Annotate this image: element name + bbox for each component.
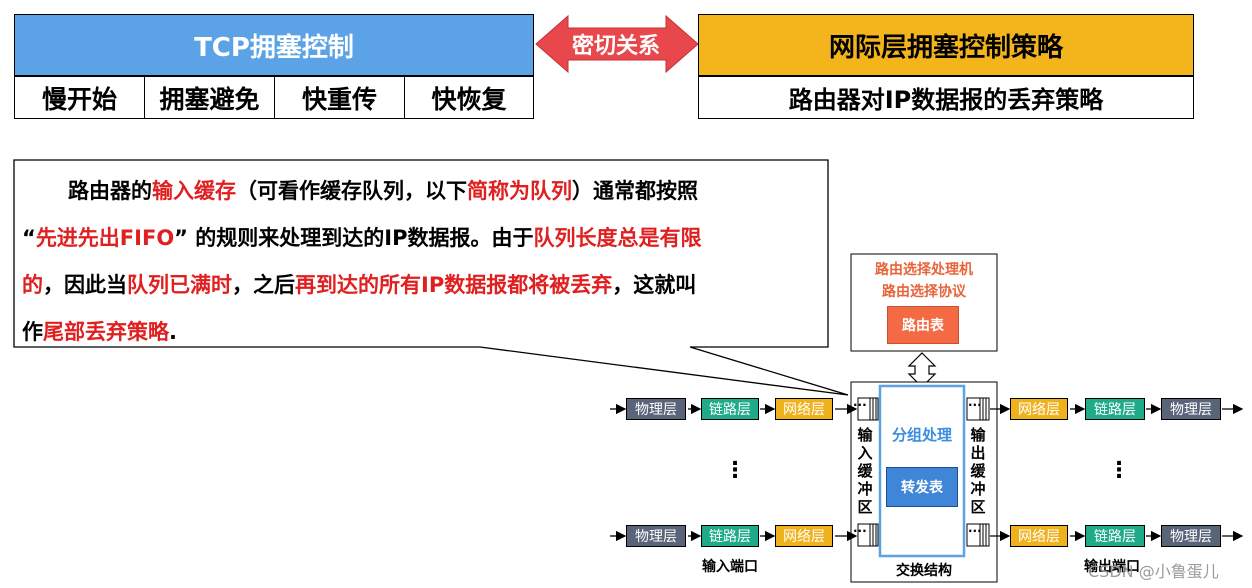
callout-highlight-all-dropped: 再到达的所有IP数据报都将被丢弃 xyxy=(295,273,613,297)
callout-highlight-tail-drop: 尾部丢弃策略 xyxy=(43,320,169,344)
output-network-layer-top: 网络层 xyxy=(1010,398,1068,420)
callout-text-1e: ）通常都按照 xyxy=(572,179,698,203)
callout-text-2c: ” 的规则来处理到达的IP数据报。由于 xyxy=(174,226,534,250)
callout-highlight-queue-full: 队列已满时 xyxy=(127,273,232,297)
input-buffer-label: 输入缓冲区 xyxy=(857,426,873,516)
cell-fast-recovery: 快恢复 xyxy=(404,76,534,119)
callout-text-1c: （可看作缓存队列，以下 xyxy=(236,179,467,203)
output-physical-layer-top: 物理层 xyxy=(1161,398,1221,420)
callout-highlight-fifo: 先进先出FIFO xyxy=(35,226,175,250)
callout-text-3f: ，这就叫 xyxy=(612,273,697,297)
callout-highlight-finite-end: 的 xyxy=(22,273,43,297)
callout-highlight-queue: 简称为队列 xyxy=(467,179,572,203)
callout-text-4c: . xyxy=(169,320,177,344)
ip-congestion-title: 网际层拥塞控制策略 xyxy=(698,14,1194,76)
forwarding-table: 转发表 xyxy=(886,467,958,507)
callout-highlight-input-buffer: 输入缓存 xyxy=(152,179,236,203)
output-link-layer-top: 链路层 xyxy=(1085,398,1145,420)
output-physical-layer-bottom: 物理层 xyxy=(1161,525,1221,547)
input-ports-ellipsis: ⋮ xyxy=(724,458,746,483)
callout-highlight-queue-length: 队列长度总是有限 xyxy=(533,226,702,250)
callout-text: 路由器的输入缓存（可看作缓存队列，以下简称为队列）通常都按照 “先进先出FIFO… xyxy=(22,168,822,356)
callout-text-3b: ，因此当 xyxy=(43,273,127,297)
routing-protocol-label: 路由选择协议 xyxy=(882,284,966,300)
output-buffer-dots-bottom: ··· xyxy=(968,524,982,538)
watermark: CSDN @小鲁蛋儿 xyxy=(1088,562,1219,581)
cell-slow-start: 慢开始 xyxy=(14,76,145,119)
relation-label: 密切关系 xyxy=(571,34,660,59)
input-link-layer-top: 链路层 xyxy=(701,398,759,420)
output-port-label: 输出端口 xyxy=(1084,559,1140,575)
output-buffer-dots-top: ··· xyxy=(968,398,982,412)
output-ports-ellipsis: ⋮ xyxy=(1108,458,1130,483)
output-network-layer-bottom: 网络层 xyxy=(1010,525,1068,547)
routing-processor-label: 路由选择处理机 xyxy=(875,262,973,278)
callout-text-3d: ，之后 xyxy=(232,273,295,297)
tcp-congestion-title: TCP拥塞控制 xyxy=(14,14,534,76)
input-link-layer-bottom: 链路层 xyxy=(701,525,759,547)
output-link-layer-bottom: 链路层 xyxy=(1085,525,1145,547)
routing-table: 路由表 xyxy=(887,306,959,344)
input-buffer-dots-bottom: ··· xyxy=(853,524,867,538)
ip-discard-policy: 路由器对IP数据报的丢弃策略 xyxy=(698,76,1194,119)
cell-congestion-avoidance: 拥塞避免 xyxy=(144,76,275,119)
callout-text-2a: “ xyxy=(22,226,36,250)
input-network-layer-bottom: 网络层 xyxy=(775,525,833,547)
callout-text-4a: 作 xyxy=(22,320,43,344)
callout-text-1a: 路由器的 xyxy=(68,179,152,203)
cell-fast-retransmit: 快重传 xyxy=(274,76,405,119)
switch-fabric-label: 交换结构 xyxy=(896,563,952,579)
input-physical-layer-top: 物理层 xyxy=(626,398,686,420)
input-physical-layer-bottom: 物理层 xyxy=(626,525,686,547)
output-buffer-label: 输出缓冲区 xyxy=(970,426,986,516)
input-port-label: 输入端口 xyxy=(702,559,758,575)
input-buffer-dots-top: ··· xyxy=(853,398,867,412)
packet-processing-label: 分组处理 xyxy=(891,425,952,444)
input-network-layer-top: 网络层 xyxy=(775,398,833,420)
